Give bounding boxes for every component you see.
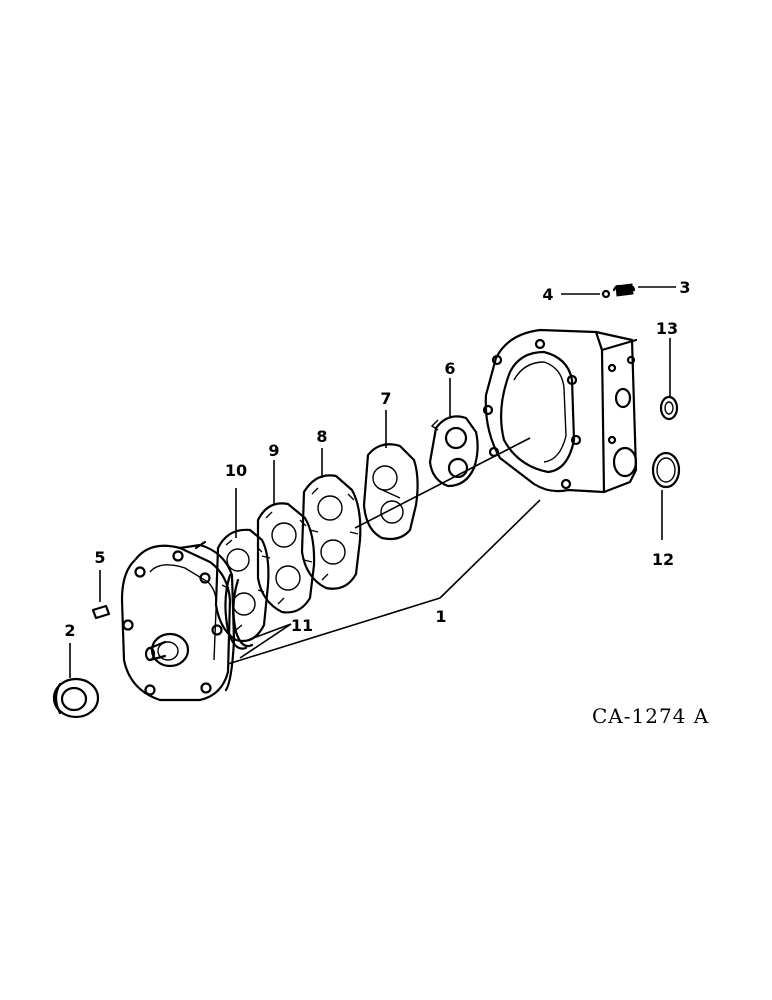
leader-lines: [69, 286, 676, 678]
callout-11: 11: [291, 616, 313, 635]
callout-2: 2: [64, 621, 75, 640]
callout-7: 7: [380, 389, 391, 408]
part-2-seal: [52, 677, 100, 719]
callout-10: 10: [225, 461, 247, 480]
part-12-oring: [651, 451, 681, 489]
callout-12: 12: [652, 550, 674, 569]
callout-1: 1: [435, 607, 446, 626]
callout-labels: 1 2 3 4 5 6 7 8 9 10 11 12 13: [64, 278, 690, 640]
callout-6: 6: [444, 359, 455, 378]
callout-9: 9: [268, 441, 279, 460]
part-7-plate: [362, 443, 419, 541]
part-11-seals: [224, 573, 254, 650]
part-3-spring: [612, 283, 636, 297]
part-5-key: [91, 604, 111, 620]
callout-4: 4: [542, 285, 553, 304]
part-8-plate: [300, 474, 362, 590]
front-cover: [120, 540, 236, 702]
part-4-ball: [601, 289, 611, 299]
part-13-oring: [659, 395, 679, 421]
callout-5: 5: [94, 548, 105, 567]
part-6-bushing: [428, 415, 479, 488]
pump-housing: [482, 328, 638, 494]
callout-3: 3: [679, 278, 690, 297]
callout-13: 13: [656, 319, 678, 338]
diagram-code: CA-1274 A: [592, 704, 709, 728]
callout-8: 8: [316, 427, 327, 446]
